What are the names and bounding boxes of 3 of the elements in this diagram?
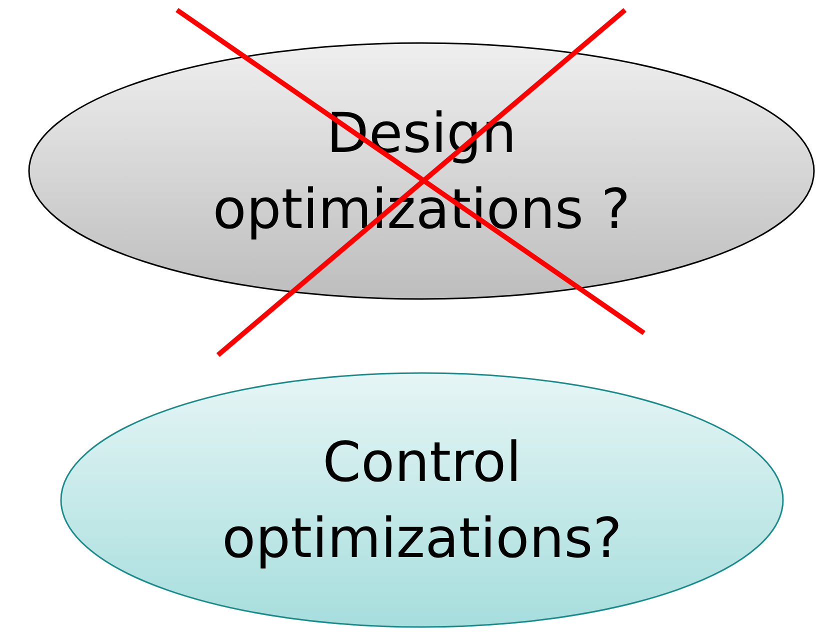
ellipse-node <box>28 42 815 300</box>
node-text: Control optimizations? <box>220 429 624 572</box>
ellipse-node <box>60 372 784 628</box>
